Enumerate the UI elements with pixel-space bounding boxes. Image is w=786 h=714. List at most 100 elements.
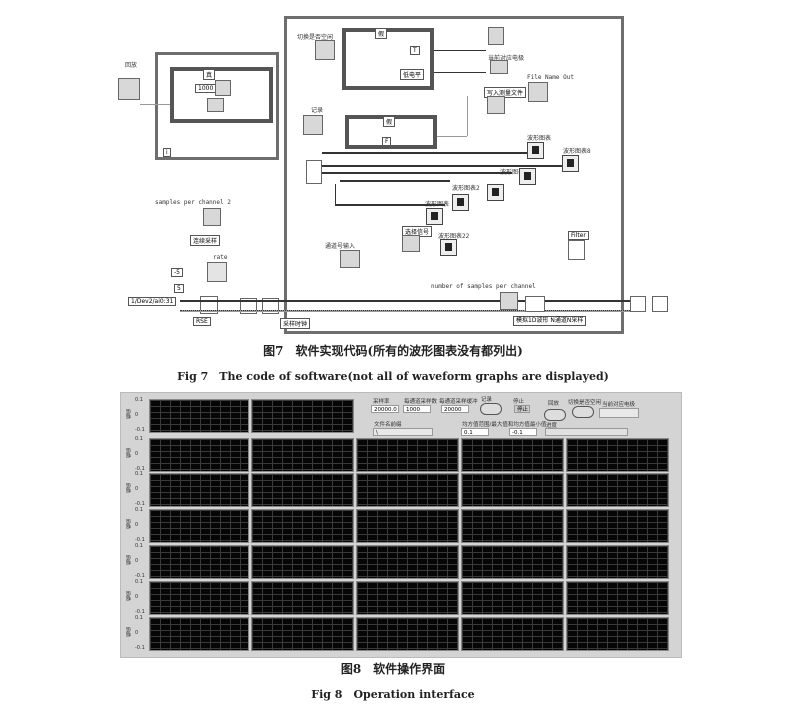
y-axis-label: 幅值 bbox=[126, 627, 132, 637]
range-max-input[interactable]: 0.1 bbox=[461, 428, 489, 436]
samples-per-channel-control[interactable] bbox=[500, 292, 518, 310]
waveform-graph bbox=[461, 509, 564, 543]
stop-button[interactable]: 停止 bbox=[514, 405, 530, 413]
progress-bar bbox=[545, 428, 628, 436]
filter-const: Filter bbox=[568, 231, 589, 240]
case-selector[interactable]: 真 bbox=[203, 69, 216, 80]
progress-label: 进度 bbox=[546, 423, 558, 429]
waveform-graph bbox=[251, 509, 354, 543]
file-input[interactable]: \ bbox=[373, 428, 433, 436]
waveform-graph bbox=[149, 545, 249, 579]
y-tick-label: 0 bbox=[135, 630, 139, 636]
waveform-graph bbox=[566, 617, 669, 651]
waveform-graph bbox=[566, 438, 669, 472]
fig8-caption-en: Fig 8 Operation interface bbox=[311, 688, 475, 701]
timing-source-select[interactable]: 采样时钟 bbox=[280, 318, 311, 329]
file-label: 文件名前缀 bbox=[374, 422, 402, 428]
waveform-graph bbox=[461, 438, 564, 472]
buffer-label: 每通道采样缓冲 bbox=[439, 399, 478, 405]
playback-control[interactable] bbox=[118, 78, 140, 100]
file-name-out-label: File Name Out bbox=[527, 74, 574, 81]
graph-label-4: 波形图表2 bbox=[452, 185, 480, 192]
y-tick-label: 0 bbox=[135, 558, 139, 564]
y-axis-label: 幅值 bbox=[126, 409, 132, 419]
y-tick-label: 0.1 bbox=[135, 543, 143, 549]
daq-stop-node bbox=[630, 296, 646, 312]
samples-per-channel-label: number of samples per channel bbox=[431, 283, 536, 290]
const-true: T bbox=[410, 46, 420, 55]
while-loop-left bbox=[155, 52, 279, 160]
case-selector-switch[interactable]: 假 bbox=[375, 28, 388, 39]
buffer-input[interactable]: 20000 bbox=[441, 405, 469, 413]
sample-rate-input[interactable]: 20000.0 bbox=[371, 405, 399, 413]
y-tick-label: 0.1 bbox=[135, 397, 143, 403]
waveform-graph bbox=[356, 438, 459, 472]
waveform-graph bbox=[566, 581, 669, 615]
y-tick-label: -0.1 bbox=[135, 609, 145, 615]
y-tick-label: -0.1 bbox=[135, 537, 145, 543]
y-tick-label: -0.1 bbox=[135, 501, 145, 507]
waveform-graph bbox=[461, 581, 564, 615]
physical-channel-select[interactable]: 1/Dev2/ai0:31 bbox=[128, 297, 177, 306]
waveform-graph bbox=[461, 545, 564, 579]
record-toggle[interactable] bbox=[480, 403, 502, 415]
write-file-const: 写入测量文件 bbox=[484, 87, 527, 98]
panel-record-label: 记录 bbox=[481, 397, 493, 403]
y-tick-label: -0.1 bbox=[135, 466, 145, 472]
waveform-graph bbox=[356, 545, 459, 579]
error-handler-node bbox=[652, 296, 668, 312]
waveform-graph bbox=[566, 545, 669, 579]
file-name-out-indicator bbox=[528, 82, 548, 102]
waveform-graph bbox=[149, 473, 249, 507]
switch-control[interactable] bbox=[315, 40, 335, 60]
graph-label-6: 波形图表22 bbox=[438, 233, 470, 240]
samples-per-channel-2-control[interactable] bbox=[203, 208, 221, 226]
sample-mode-select[interactable]: 连续采样 bbox=[190, 235, 221, 246]
const-1000: 1000 bbox=[195, 84, 217, 93]
playback-label: 回放 bbox=[125, 62, 138, 69]
y-tick-label: 0 bbox=[135, 486, 139, 492]
waveform-chart-icon bbox=[519, 168, 536, 185]
y-tick-label: 0 bbox=[135, 594, 139, 600]
waveform-graph bbox=[356, 617, 459, 651]
waveform-chart-icon bbox=[440, 239, 457, 256]
samples-per-ch-label: 每通道采样数 bbox=[404, 399, 438, 405]
y-tick-label: -0.1 bbox=[135, 427, 145, 433]
waveform-graph bbox=[149, 509, 249, 543]
case-selector-record[interactable]: 假 bbox=[383, 116, 396, 127]
waveform-graph bbox=[149, 617, 249, 651]
fig7-caption-en: Fig 7 The code of software(not all of wa… bbox=[177, 370, 609, 383]
y-axis-label: 幅值 bbox=[126, 448, 132, 458]
waveform-graph bbox=[461, 617, 564, 651]
panel-current-channel-indicator bbox=[599, 408, 639, 418]
y-tick-label: -0.1 bbox=[135, 573, 145, 579]
fig8-caption-cn: 图8 软件操作界面 bbox=[340, 662, 446, 676]
switch-toggle[interactable] bbox=[572, 406, 594, 418]
terminal-config-select[interactable]: RSE bbox=[193, 317, 211, 326]
const-low: 低电平 bbox=[400, 69, 425, 80]
read-mode-select[interactable]: 模拟1D波形 N通道N采样 bbox=[513, 316, 587, 326]
waveform-graph bbox=[251, 473, 354, 507]
playback-toggle[interactable] bbox=[544, 409, 566, 421]
waveform-graph bbox=[566, 473, 669, 507]
range-min-input[interactable]: -0.1 bbox=[509, 428, 537, 436]
waveform-chart-icon bbox=[562, 155, 579, 172]
y-tick-label: 0.1 bbox=[135, 615, 143, 621]
samples-per-ch-input[interactable]: 1000 bbox=[403, 405, 431, 413]
const-false: F bbox=[382, 137, 392, 146]
y-tick-label: 0.1 bbox=[135, 436, 143, 442]
channel-input-label: 通道号输入 bbox=[325, 243, 356, 250]
daq-read-node bbox=[525, 296, 545, 312]
y-tick-label: 0.1 bbox=[135, 471, 143, 477]
main-while-loop bbox=[284, 16, 624, 334]
graph-label-1: 波形图表 bbox=[527, 135, 552, 142]
const-neg5: -5 bbox=[171, 268, 183, 277]
y-tick-label: 0 bbox=[135, 451, 139, 457]
record-control[interactable] bbox=[303, 115, 323, 135]
graph-label-5: 波形图表 bbox=[425, 201, 450, 208]
rate-control[interactable] bbox=[207, 262, 227, 282]
waveform-graph bbox=[356, 509, 459, 543]
channel-input-control[interactable] bbox=[340, 250, 360, 268]
graph-label-2: 波形图表8 bbox=[563, 148, 591, 155]
